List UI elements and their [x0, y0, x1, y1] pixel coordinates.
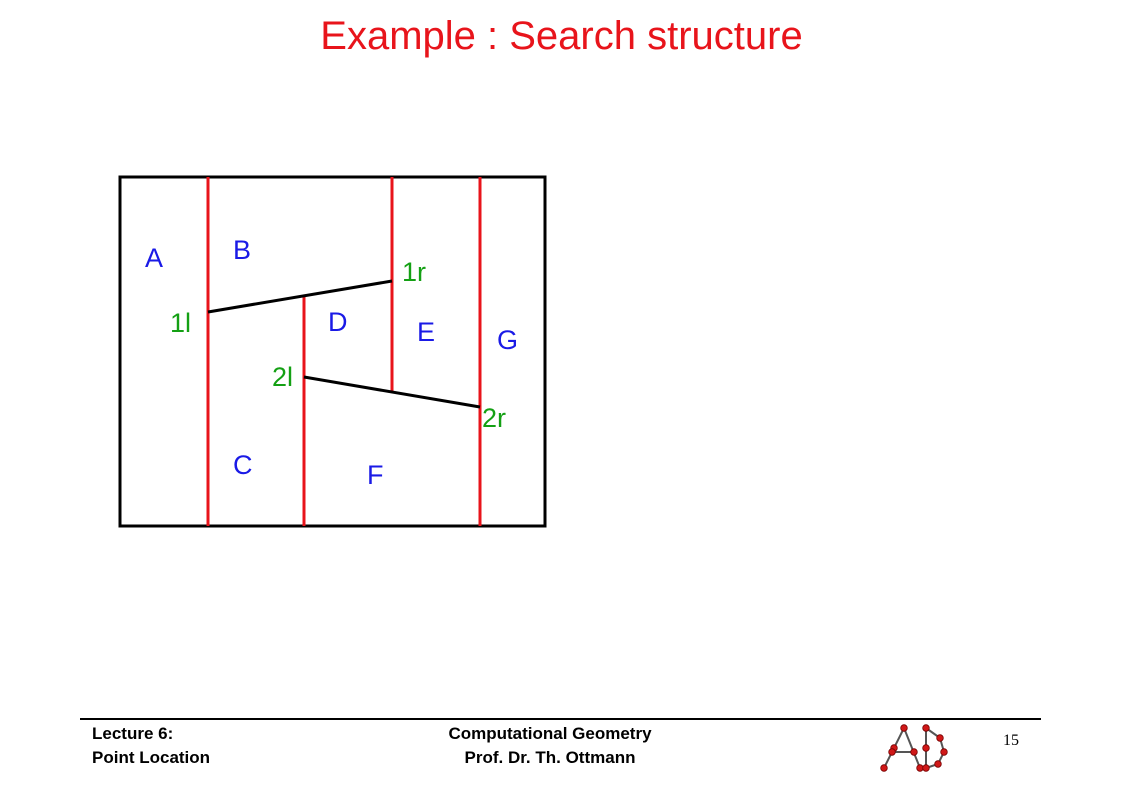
bounding-box [118, 175, 547, 528]
footer-course-info: Computational Geometry Prof. Dr. Th. Ott… [380, 722, 720, 770]
endpoint-label-2l: 2l [272, 362, 293, 392]
ad-logo-icon [880, 724, 948, 772]
region-label-b: B [233, 235, 251, 265]
segment-2 [303, 375, 481, 409]
endpoint-label-2r: 2r [482, 403, 506, 433]
footer-lecture-topic: Point Location [92, 748, 211, 767]
segment-1 [207, 279, 393, 314]
footer-divider [80, 718, 1041, 720]
slide-title: Example : Search structure [320, 14, 803, 58]
region-label-g: G [497, 325, 518, 355]
endpoint-label-1l: 1l [170, 308, 191, 338]
footer-professor: Prof. Dr. Th. Ottmann [464, 748, 636, 767]
region-label-f: F [367, 460, 384, 490]
footer-lecture-number: Lecture 6: [92, 724, 174, 743]
footer-course-title: Computational Geometry [448, 724, 652, 743]
endpoint-label-1r: 1r [402, 257, 426, 287]
page-number: 15 [1003, 732, 1019, 749]
region-label-a: A [145, 243, 163, 273]
region-label-c: C [233, 450, 253, 480]
region-label-e: E [417, 317, 435, 347]
footer-lecture-info: Lecture 6: Point Location [92, 722, 210, 770]
region-label-d: D [328, 307, 348, 337]
trapezoidal-map-diagram: A B C D E F G 1l 1r 2l 2r [118, 175, 547, 528]
